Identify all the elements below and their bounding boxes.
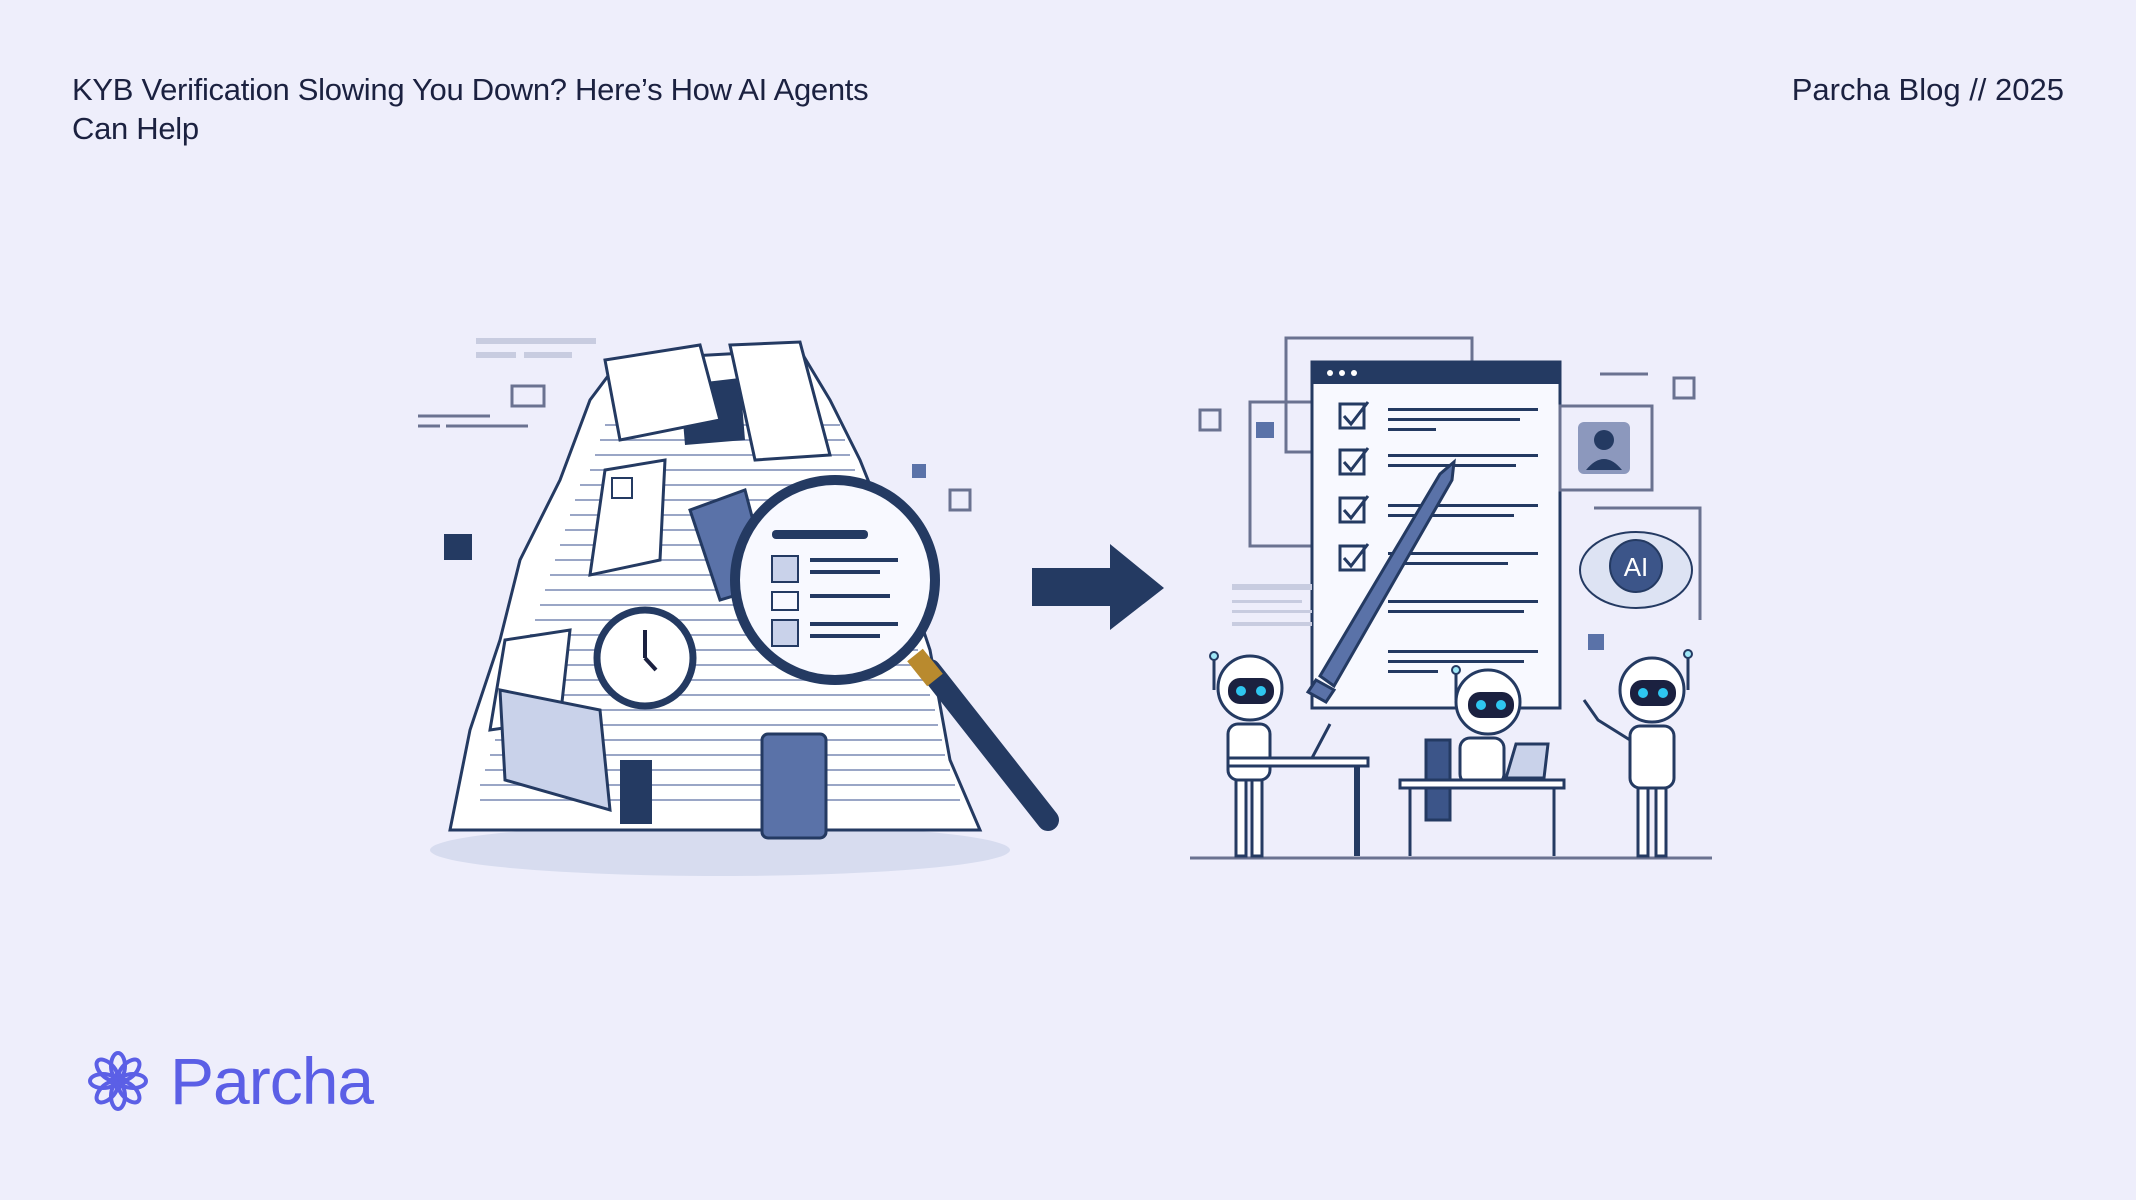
robot-waving (1582, 649, 1693, 858)
post-title: KYB Verification Slowing You Down? Here’… (72, 72, 869, 146)
blog-meta: Parcha Blog // 2025 (1791, 72, 2064, 107)
robot-at-desk (1398, 665, 1566, 856)
flower-mandala-icon (88, 1051, 148, 1111)
brain-ai-label: AI (1624, 552, 1649, 582)
ai-agents-illustration: AI (1190, 336, 1712, 860)
document-pile-illustration (418, 338, 1059, 876)
brand-logo[interactable]: Parcha (86, 1044, 374, 1118)
robot-typing (1209, 651, 1370, 858)
arrow-right-icon (1032, 544, 1164, 630)
brand-name: Parcha (170, 1044, 374, 1118)
